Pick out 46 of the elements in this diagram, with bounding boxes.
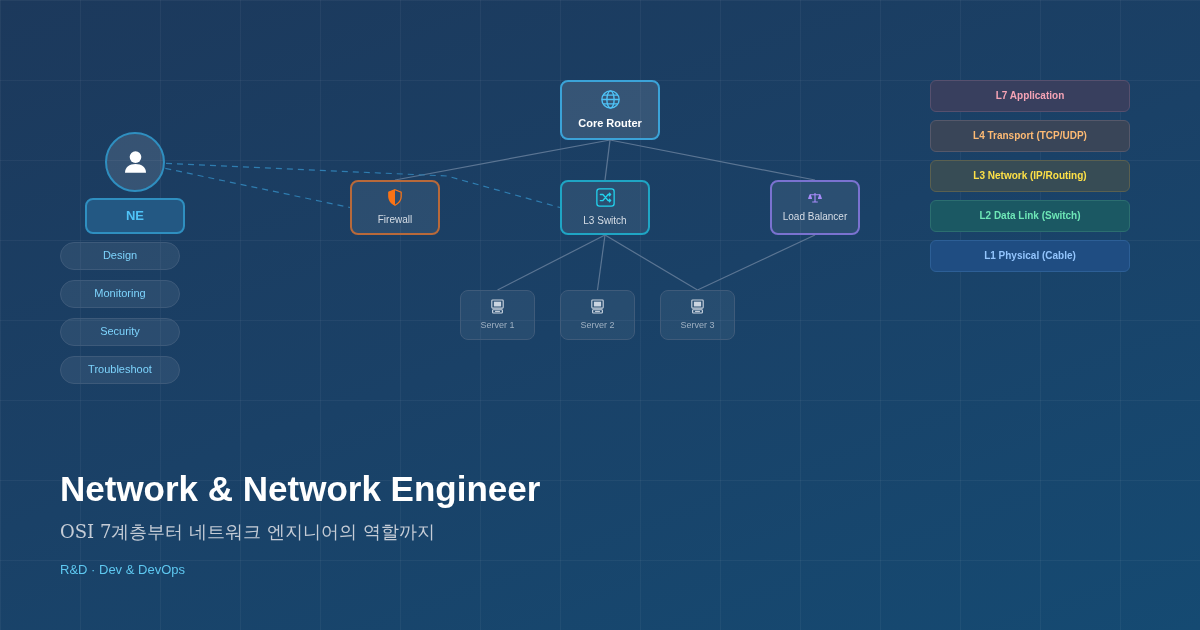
task-label: Design xyxy=(102,249,138,263)
server-box xyxy=(660,290,735,340)
server-label: Server 1 xyxy=(480,319,515,332)
device-label: Firewall xyxy=(377,213,413,227)
task-pill xyxy=(60,242,180,270)
role-box xyxy=(85,198,185,234)
task-label: Troubleshoot xyxy=(88,363,152,377)
task-pill xyxy=(60,318,180,346)
title: Network & Network Engineer xyxy=(60,469,541,509)
connector-line xyxy=(496,234,606,291)
layer-label: L7 Application xyxy=(995,89,1065,103)
device-label: Core Router xyxy=(578,116,642,131)
osi-layer-box xyxy=(930,200,1130,232)
server-label: Server 3 xyxy=(680,319,715,332)
task-pill xyxy=(60,356,180,384)
connector-line xyxy=(394,139,611,181)
connector-line xyxy=(596,234,606,291)
server-label: Server 2 xyxy=(580,319,615,332)
connector-line xyxy=(604,139,611,181)
server-box xyxy=(460,290,535,340)
layer-label: L4 Transport (TCP/UDP) xyxy=(973,129,1087,143)
osi-layer-box xyxy=(930,80,1130,112)
connector-line xyxy=(609,139,816,181)
layer-label: L3 Network (IP/Routing) xyxy=(973,169,1087,183)
layer-label: L1 Physical (Cable) xyxy=(984,249,1076,263)
switch-box xyxy=(560,180,650,235)
subtitle: OSI 7계층부터 네트워크 엔지니어의 역할까지 xyxy=(60,520,435,544)
byline: R&D · Dev & DevOps xyxy=(60,561,185,579)
server-box xyxy=(560,290,635,340)
device-label: Load Balancer xyxy=(782,210,848,224)
task-label: Security xyxy=(100,325,140,339)
osi-layer-box xyxy=(930,240,1130,272)
dashed-connector xyxy=(165,162,561,209)
connector-line xyxy=(604,234,699,291)
osi-layer-box xyxy=(930,120,1130,152)
connector-line xyxy=(696,234,816,291)
router-box xyxy=(560,80,660,140)
osi-layer-box xyxy=(930,160,1130,192)
task-pill xyxy=(60,280,180,308)
firewall-box xyxy=(350,180,440,235)
role-label: NE xyxy=(125,207,145,225)
task-label: Monitoring xyxy=(94,287,146,301)
device-label: L3 Switch xyxy=(583,214,627,228)
dashed-connector xyxy=(164,167,351,209)
layer-label: L2 Data Link (Switch) xyxy=(979,209,1081,223)
load-balancer-box xyxy=(770,180,860,235)
